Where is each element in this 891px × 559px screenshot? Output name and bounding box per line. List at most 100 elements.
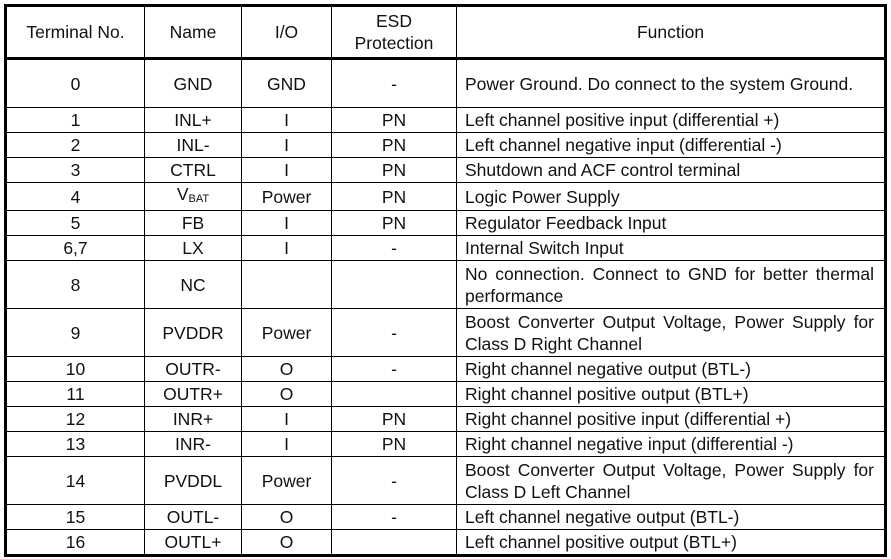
io-cell: I xyxy=(241,157,332,183)
header-esd-protection: ESD Protection xyxy=(331,5,457,60)
io-cell: O xyxy=(241,529,332,556)
function-cell: Left channel negative output (BTL-) xyxy=(456,504,886,530)
terminal-no-cell: 8 xyxy=(5,260,145,309)
esd-cell xyxy=(331,529,457,556)
function-cell: Right channel negative input (differenti… xyxy=(456,431,886,457)
name-cell: INL- xyxy=(144,132,242,158)
function-cell: Right channel positive input (differenti… xyxy=(456,406,886,432)
function-cell: Boost Converter Output Voltage, Power Su… xyxy=(456,308,886,357)
esd-cell: PN xyxy=(331,132,457,158)
terminal-no-cell: 15 xyxy=(5,504,145,530)
name-cell: OUTR- xyxy=(144,356,242,382)
terminal-no-cell: 3 xyxy=(5,157,145,183)
esd-cell: PN xyxy=(331,182,457,211)
esd-cell: PN xyxy=(331,406,457,432)
name-cell: PVDDL xyxy=(144,456,242,505)
terminal-no-cell: 5 xyxy=(5,210,145,236)
esd-cell: PN xyxy=(331,107,457,133)
esd-cell: PN xyxy=(331,157,457,183)
name-cell: INR+ xyxy=(144,406,242,432)
esd-cell: - xyxy=(331,58,457,108)
name-cell: OUTL- xyxy=(144,504,242,530)
function-cell: Internal Switch Input xyxy=(456,235,886,261)
esd-cell: PN xyxy=(331,431,457,457)
name-cell: NC xyxy=(144,260,242,309)
name-cell: VBAT xyxy=(144,182,242,211)
io-cell: Power xyxy=(241,308,332,357)
terminal-no-cell: 2 xyxy=(5,132,145,158)
terminal-no-cell: 9 xyxy=(5,308,145,357)
name-cell: INR- xyxy=(144,431,242,457)
function-cell: Left channel positive output (BTL+) xyxy=(456,529,886,556)
esd-cell: - xyxy=(331,308,457,357)
name-cell: CTRL xyxy=(144,157,242,183)
terminal-no-cell: 14 xyxy=(5,456,145,505)
function-cell: Left channel positive input (differentia… xyxy=(456,107,886,133)
function-cell: No connection. Connect to GND for better… xyxy=(456,260,886,309)
io-cell: I xyxy=(241,132,332,158)
header-function: Function xyxy=(456,5,886,60)
name-cell: PVDDR xyxy=(144,308,242,357)
function-cell: Power Ground. Do connect to the system G… xyxy=(456,58,886,108)
function-cell: Right channel positive output (BTL+) xyxy=(456,381,886,407)
function-cell: Right channel negative output (BTL-) xyxy=(456,356,886,382)
io-cell: I xyxy=(241,235,332,261)
terminal-no-cell: 0 xyxy=(5,58,145,108)
terminal-no-cell: 12 xyxy=(5,406,145,432)
io-cell: I xyxy=(241,210,332,236)
esd-cell xyxy=(331,381,457,407)
io-cell: Power xyxy=(241,456,332,505)
esd-cell: - xyxy=(331,235,457,261)
terminal-no-cell: 10 xyxy=(5,356,145,382)
name-cell: FB xyxy=(144,210,242,236)
function-cell: Boost Converter Output Voltage, Power Su… xyxy=(456,456,886,505)
esd-cell: - xyxy=(331,356,457,382)
esd-cell: PN xyxy=(331,210,457,236)
io-cell: I xyxy=(241,107,332,133)
terminal-no-cell: 1 xyxy=(5,107,145,133)
io-cell: I xyxy=(241,406,332,432)
io-cell: GND xyxy=(241,58,332,108)
function-cell: Regulator Feedback Input xyxy=(456,210,886,236)
io-cell: O xyxy=(241,381,332,407)
terminal-no-cell: 16 xyxy=(5,529,145,556)
io-cell xyxy=(241,260,332,309)
header-row: Terminal No. Name I/O ESD Protection Fun… xyxy=(5,5,886,60)
io-cell: I xyxy=(241,431,332,457)
io-cell: O xyxy=(241,504,332,530)
terminal-no-cell: 6,7 xyxy=(5,235,145,261)
io-cell: Power xyxy=(241,182,332,211)
esd-cell: - xyxy=(331,504,457,530)
esd-cell xyxy=(331,260,457,309)
header-io: I/O xyxy=(241,5,332,60)
terminal-no-cell: 4 xyxy=(5,182,145,211)
function-cell: Shutdown and ACF control terminal xyxy=(456,157,886,183)
esd-cell: - xyxy=(331,456,457,505)
terminal-function-table: Terminal No. Name I/O ESD Protection Fun… xyxy=(4,4,887,557)
name-cell: LX xyxy=(144,235,242,261)
header-name: Name xyxy=(144,5,242,60)
name-cell: GND xyxy=(144,58,242,108)
terminal-no-cell: 11 xyxy=(5,381,145,407)
name-cell: OUTR+ xyxy=(144,381,242,407)
name-cell: OUTL+ xyxy=(144,529,242,556)
name-subscript: BAT xyxy=(188,193,210,205)
terminal-no-cell: 13 xyxy=(5,431,145,457)
